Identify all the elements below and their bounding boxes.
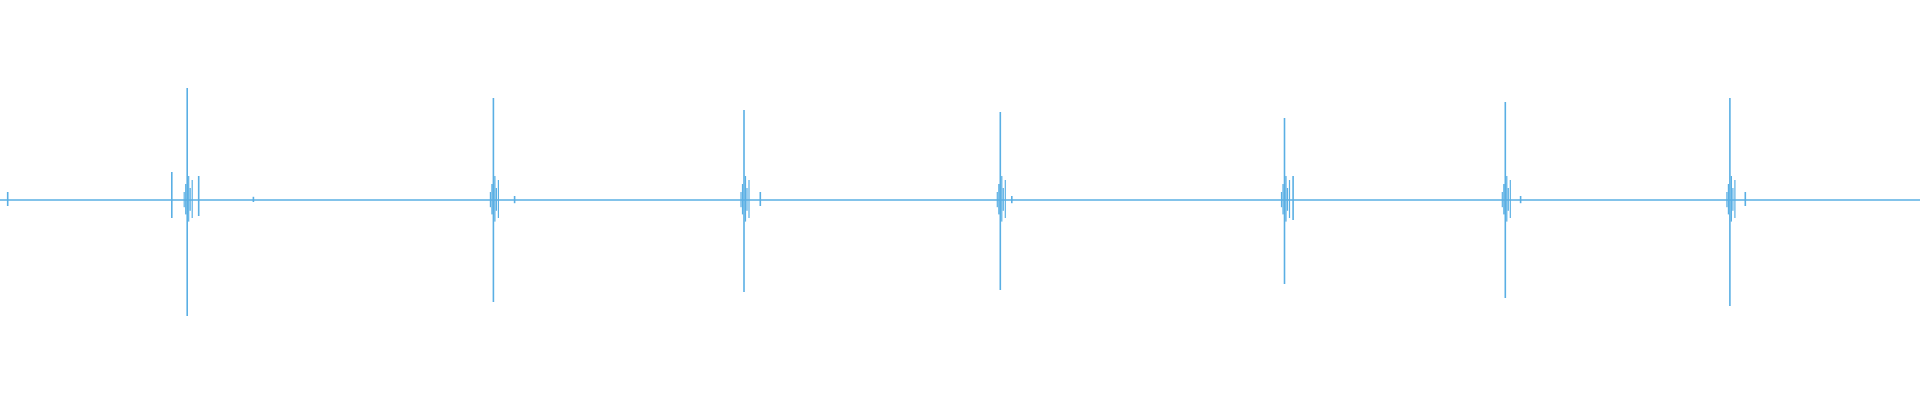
waveform-peaks [6, 88, 1747, 316]
